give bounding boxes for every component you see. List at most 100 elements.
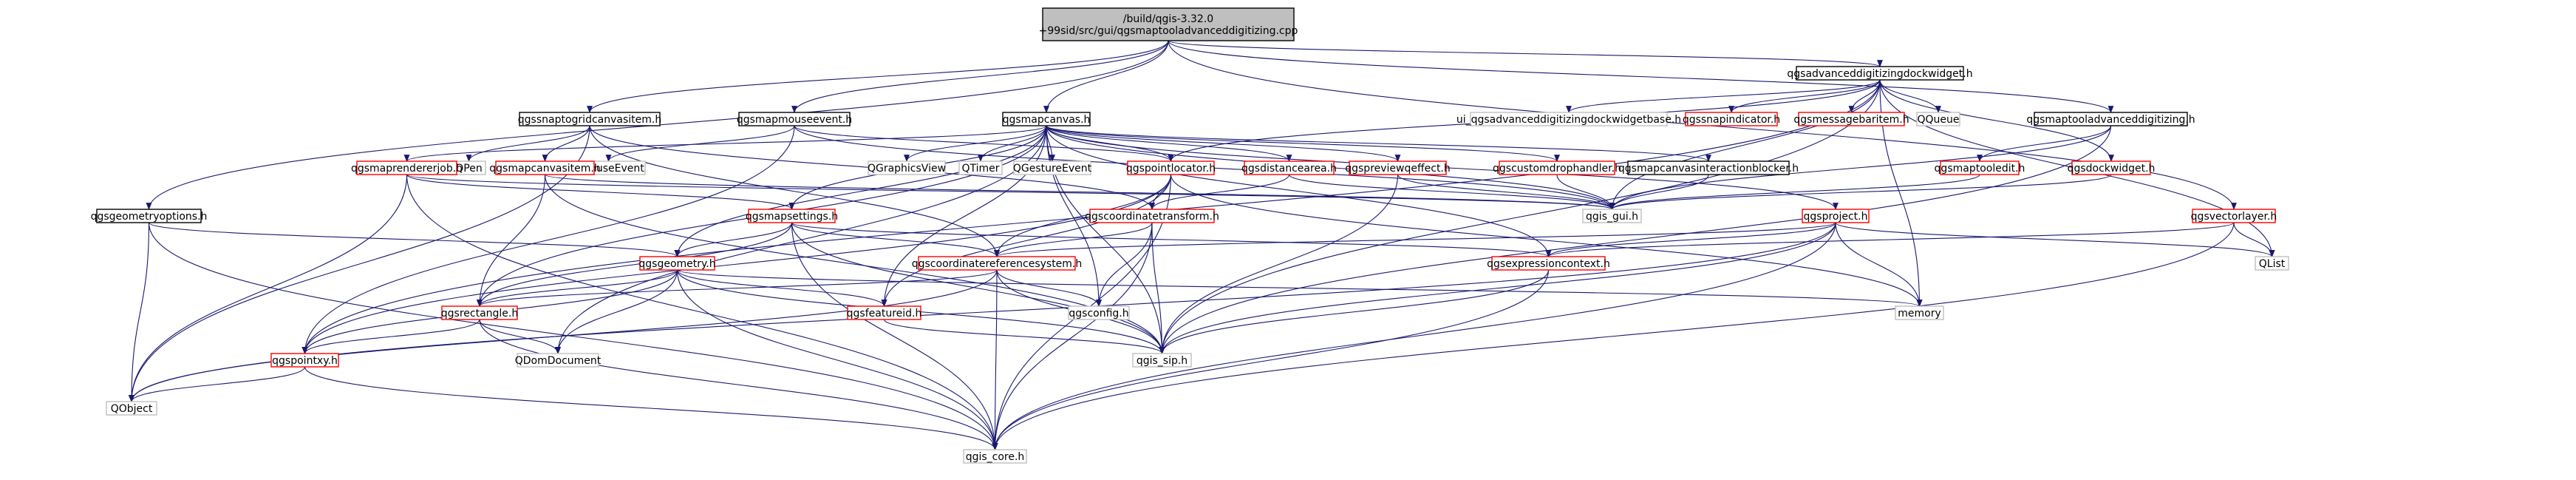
node-qgspreviewqeffect[interactable]: qgspreviewqeffect.h [1345, 160, 1451, 175]
node-label: qgsgeometryoptions.h [91, 211, 208, 223]
edge-qgsmaprendererjob-to-qgsmapsettings [406, 174, 795, 210]
node-label: qgscoordinatereferencesystem.h [912, 258, 1083, 270]
node-box [1895, 305, 1944, 320]
node-label: QGestureEvent [1013, 163, 1092, 175]
node-qgsgeometryoptions[interactable]: qgsgeometryoptions.h [91, 209, 208, 223]
node-box [748, 209, 836, 223]
node-label: qgis_gui.h [1586, 211, 1638, 223]
node-qgsvectorlayer[interactable]: qgsvectorlayer.h [2191, 209, 2277, 223]
node-box [1042, 7, 1295, 41]
node-qdomdocument[interactable]: QDomDocument [515, 353, 602, 368]
node-qgssnaptogridcanvasitem[interactable]: qgssnaptogridcanvasitem.h [518, 112, 661, 126]
node-qgspointlocator[interactable]: qgspointlocator.h [1126, 160, 1216, 175]
node-label: qgsmaptooledit.h [1935, 163, 2025, 175]
node-qgsproject[interactable]: qgsproject.h [1802, 209, 1870, 223]
node-box [847, 305, 921, 320]
edge-qgssnaptogridcanvasitem-to-qpen [466, 125, 590, 162]
edge-qgsadvanceddigitizingdockwidget-to-qgssnapindicator [1728, 79, 1881, 113]
node-qgsmessagebaritem[interactable]: qgsmessagebaritem.h [1793, 112, 1909, 126]
edge-qgsmaptooledit-to-qgis-gui [1609, 174, 1980, 210]
node-box [1089, 209, 1215, 223]
node-qgssnapindicator[interactable]: qgssnapindicator.h [1683, 112, 1780, 126]
node-box [868, 160, 946, 175]
edge-qgsadvanceddigitizingdockwidget-to-ui-qgsadvanceddigitizingdockwidgetbase [1566, 79, 1881, 113]
node-qgsmaptooladvanceddigitizing[interactable]: qgsmaptooladvanceddigitizing.h [2026, 112, 2195, 126]
edge-qgsgeometry-to-memory [676, 269, 1922, 307]
node-qgsrectangle[interactable]: qgsrectangle.h [441, 305, 518, 320]
node-qobject[interactable]: QObject [106, 401, 157, 416]
node-qgspointxy[interactable]: qgspointxy.h [270, 353, 339, 368]
edge-qgspointlocator-to-memory [1170, 174, 1923, 307]
node-label: qgsmaprendererjob.h [351, 163, 463, 175]
node-label: qgssnaptogridcanvasitem.h [518, 114, 661, 126]
node-box [738, 112, 851, 126]
node-label: qgsfeatureid.h [847, 308, 922, 320]
node-box [1916, 112, 1960, 126]
node-root[interactable]: /build/qgis-3.32.0+99sid/src/gui/qgsmapt… [1039, 7, 1298, 41]
node-qgscoordinatetransform[interactable]: qgscoordinatetransform.h [1085, 209, 1219, 223]
edge-qgsmapcanvas-to-qgsgeometry [674, 125, 1047, 257]
node-qgsmaptooledit[interactable]: qgsmaptooledit.h [1935, 160, 2025, 175]
node-qlist[interactable]: QList [2255, 256, 2289, 271]
node-qgsfeatureid[interactable]: qgsfeatureid.h [847, 305, 922, 320]
edge-qgsmapcanvas-to-qgsfeatureid [881, 125, 1047, 307]
node-box [1132, 353, 1192, 368]
node-qgsmapmouseevent[interactable]: qgsmapmouseevent.h [737, 112, 852, 126]
edge-qgsmapsettings-to-qgscoordinatereferencesystem [791, 222, 1000, 257]
edge-qgsmapcanvas-to-qgscustomdrophandler [1046, 125, 1560, 162]
node-label: qgsmapsettings.h [746, 211, 838, 223]
edge-qgsmapcanvas-to-qgsdistancearea [1046, 125, 1292, 162]
node-qgis-gui[interactable]: qgis_gui.h [1582, 209, 1642, 223]
node-qgscustomdrophandler[interactable]: qgscustomdrophandler.h [1493, 160, 1621, 175]
node-qgsmaprendererjob[interactable]: qgsmaprendererjob.h [351, 160, 463, 175]
edge-qgspointlocator-to-qgsfeatureid [881, 174, 1172, 307]
node-box [1627, 160, 1790, 175]
node-qgestureevent[interactable]: QGestureEvent [1013, 160, 1092, 175]
edge-qgsgeometryoptions-to-qgis-core [148, 222, 998, 450]
edge-qgscoordinatetransform-to-qgis-sip [1151, 222, 1165, 354]
edge-qgsexpressioncontext-to-qgis-sip [1159, 269, 1550, 354]
node-ui-qgsadvanceddigitizingdockwidgetbase[interactable]: ui_qgsadvanceddigitizingdockwidgetbase.h [1456, 112, 1681, 126]
node-qgsexpressioncontext[interactable]: qgsexpressioncontext.h [1487, 256, 1610, 271]
edge-qgsvectorlayer-to-qgis-core [992, 222, 2235, 450]
node-box [1685, 112, 1778, 126]
node-box [519, 112, 661, 126]
edge-qgsgeometry-to-qgsrectangle [477, 269, 678, 307]
edge-root-to-qgsmapmouseevent [791, 40, 1169, 113]
node-qgsmapcanvasinteractionblocker[interactable]: qgsmapcanvasinteractionblocker.h [1618, 160, 1799, 175]
node-box [1013, 160, 1091, 175]
edge-qgscoordinatetransform-to-qgscoordinatereferencesystem [994, 222, 1153, 257]
node-qpen[interactable]: QPen [452, 160, 486, 175]
node-qgsmapcanvas[interactable]: qgsmapcanvas.h [1002, 112, 1091, 126]
edge-qgsproject-to-memory [1835, 222, 1923, 307]
node-qgraphicsview[interactable]: QGraphicsView [868, 160, 946, 175]
node-box [495, 160, 595, 175]
node-qgsdockwidget[interactable]: qgsdockwidget.h [2068, 160, 2156, 175]
node-box [1499, 160, 1615, 175]
node-qtimer[interactable]: QTimer [958, 160, 1003, 175]
node-label: QQueue [1917, 114, 1959, 126]
node-qgsmapcanvasitem[interactable]: qgsmapcanvasitem.h [489, 160, 601, 175]
node-label: QObject [111, 403, 153, 415]
edge-qgssnaptogridcanvasitem-to-qgscoordinatereferencesystem [589, 125, 1000, 257]
node-qgis-sip[interactable]: qgis_sip.h [1132, 353, 1192, 368]
node-qgsadvanceddigitizingdockwidget[interactable]: qgsadvanceddigitizingdockwidget.h [1787, 66, 1973, 81]
edge-qgsexpressioncontext-to-qgis-core [992, 269, 1550, 450]
node-box [958, 160, 1003, 175]
node-box [1796, 66, 1964, 81]
node-box [270, 353, 339, 368]
node-label: qgis_sip.h [1137, 355, 1188, 367]
node-qgscoordinatereferencesystem[interactable]: qgscoordinatereferencesystem.h [912, 256, 1083, 271]
node-memory[interactable]: memory [1895, 305, 1944, 320]
node-qgsmapsettings[interactable]: qgsmapsettings.h [746, 209, 838, 223]
node-qgsgeometry[interactable]: qgsgeometry.h [638, 256, 716, 271]
edge-qgsmapcanvas-to-qdomdocument [555, 125, 1047, 354]
node-qgis-core[interactable]: qgis_core.h [963, 449, 1027, 464]
edge-qgsproject-to-qgscoordinatereferencesystem [994, 222, 1836, 257]
node-qgsconfig[interactable]: qgsconfig.h [1068, 305, 1130, 320]
node-box [2192, 209, 2276, 223]
edge-qgscoordinatetransform-to-qgis-core [992, 222, 1153, 450]
node-qgsdistancearea[interactable]: qgsdistancearea.h [1241, 160, 1337, 175]
node-qqueue[interactable]: QQueue [1916, 112, 1960, 126]
